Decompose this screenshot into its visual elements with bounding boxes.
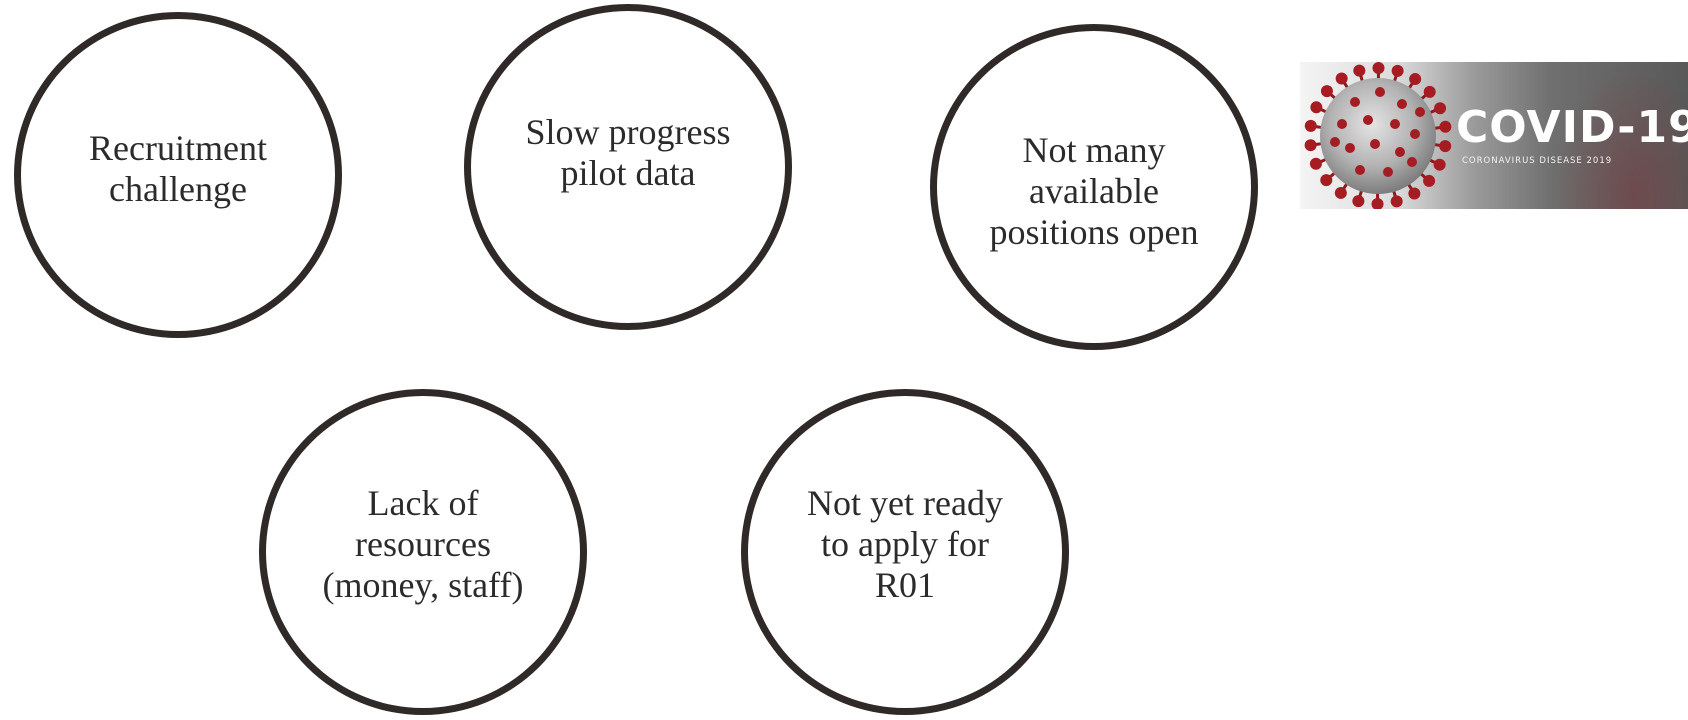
virus-spike-head <box>1335 72 1348 85</box>
virus-spike-head <box>1439 140 1452 153</box>
virus-surface-dot <box>1375 87 1385 97</box>
circle-not-ready-r01: Not yet ready to apply for R01 <box>741 389 1069 715</box>
covid-19-banner-image: COVID-19 CORONAVIRUS DISEASE 2019 <box>1300 62 1688 209</box>
virus-surface-dot <box>1415 107 1425 117</box>
circle-lack-of-resources: Lack of resources (money, staff) <box>259 389 587 715</box>
circle-slow-progress-pilot-data: Slow progress pilot data <box>464 4 792 330</box>
virus-spike-head <box>1434 102 1447 115</box>
virus-surface-dot <box>1397 99 1407 109</box>
circle-label: Not many available positions open <box>989 129 1199 252</box>
coronavirus-icon <box>1304 62 1452 209</box>
virus-surface-dot <box>1350 97 1360 107</box>
virus-spike-head <box>1320 174 1333 187</box>
virus-spike-head <box>1371 198 1384 209</box>
virus-spike-head <box>1423 174 1436 187</box>
virus-spike-head <box>1391 64 1404 77</box>
virus-surface-dot <box>1395 147 1405 157</box>
circle-not-many-positions-open: Not many available positions open <box>930 24 1258 350</box>
covid-subtitle: CORONAVIRUS DISEASE 2019 <box>1462 156 1613 166</box>
virus-spike-head <box>1352 195 1365 208</box>
virus-surface-dot <box>1390 119 1400 129</box>
virus-spike-head <box>1433 158 1446 171</box>
virus-surface-dot <box>1370 139 1380 149</box>
virus-spike-head <box>1372 62 1385 75</box>
virus-surface-dot <box>1383 167 1393 177</box>
circle-label: Lack of resources (money, staff) <box>322 482 524 605</box>
circle-label: Not yet ready to apply for R01 <box>807 482 1003 605</box>
circle-label: Slow progress pilot data <box>525 112 731 193</box>
circle-recruitment-challenge: Recruitment challenge <box>14 12 342 338</box>
virus-spike-head <box>1353 64 1366 77</box>
virus-surface-dot <box>1337 119 1347 129</box>
virus-spike-head <box>1390 195 1403 208</box>
virus-surface-dot <box>1330 137 1340 147</box>
virus-spike-head <box>1309 157 1322 170</box>
virus-surface-dot <box>1345 143 1355 153</box>
virus-spike-head <box>1423 85 1436 98</box>
virus-spike-head <box>1310 101 1323 114</box>
virus-surface-dot <box>1410 129 1420 139</box>
covid-title: COVID-19 <box>1456 102 1688 153</box>
virus-spike-head <box>1304 139 1317 152</box>
virus-spike-head <box>1304 119 1317 132</box>
virus-surface-dots <box>1330 87 1425 177</box>
banner-background-haze <box>1550 62 1688 209</box>
virus-spike-head <box>1408 187 1421 200</box>
virus-body <box>1320 78 1436 194</box>
virus-surface-dot <box>1363 115 1373 125</box>
virus-surface-dot <box>1355 165 1365 175</box>
virus-spike-head <box>1334 186 1347 199</box>
virus-surface-dot <box>1407 157 1417 167</box>
virus-spike-head <box>1439 120 1452 133</box>
circle-label: Recruitment challenge <box>89 128 267 209</box>
virus-spike-head <box>1320 85 1333 98</box>
virus-spike-head <box>1409 73 1422 86</box>
